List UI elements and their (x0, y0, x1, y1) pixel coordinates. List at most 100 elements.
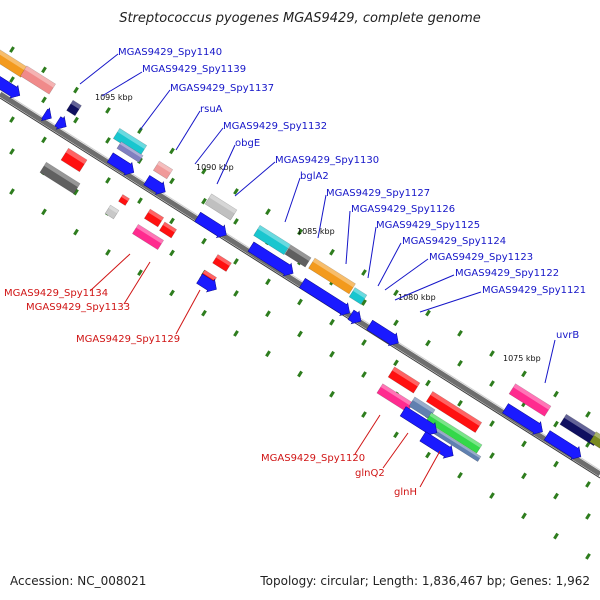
tick-dash (585, 553, 591, 560)
gene-feature[interactable] (118, 194, 130, 206)
gene-label-spy1137[interactable]: MGAS9429_Spy1137 (170, 83, 274, 94)
tick-dash (297, 228, 303, 236)
gene-label-spy1133[interactable]: MGAS9429_Spy1133 (26, 302, 130, 313)
tick-dash (73, 86, 79, 94)
tick-dash (73, 116, 79, 124)
cds-arrow[interactable] (196, 272, 221, 295)
tick-dash (521, 512, 527, 520)
cds-arrow[interactable] (347, 308, 365, 327)
gene-label-rsua[interactable]: rsuA (200, 104, 223, 115)
gene-label-spy1134[interactable]: MGAS9429_Spy1134 (4, 288, 108, 299)
cds-arrow[interactable] (40, 107, 56, 125)
gene-feature[interactable] (253, 224, 291, 256)
gene-label-spy1127[interactable]: MGAS9429_Spy1127 (326, 188, 430, 199)
gene-feature[interactable] (60, 147, 88, 173)
gene-feature[interactable] (143, 208, 165, 228)
gene-label-glnh[interactable]: glnH (394, 487, 417, 498)
gene-feature[interactable] (132, 223, 164, 251)
top-label-connectors (79, 53, 556, 384)
gene-feature-highlight (65, 148, 88, 165)
tick-dash (137, 197, 143, 205)
cds-arrow[interactable] (419, 430, 457, 462)
map-title: Streptococcus pyogenes MGAS9429, complet… (119, 11, 481, 26)
tick-dash (265, 208, 271, 216)
gene-label-spy1125[interactable]: MGAS9429_Spy1125 (376, 220, 480, 231)
gene-feature[interactable] (284, 244, 312, 268)
gene-features (0, 46, 600, 462)
cds-arrow[interactable] (194, 211, 231, 242)
gene-label-spy1132[interactable]: MGAS9429_Spy1132 (223, 121, 327, 132)
gene-feature-highlight (157, 161, 173, 173)
gene-feature-highlight (136, 224, 164, 244)
tick-dash (41, 66, 47, 74)
tick-dash (233, 218, 239, 225)
cds-arrow[interactable] (501, 402, 546, 438)
gene-feature-highlight (162, 222, 177, 233)
tick-dash (457, 329, 463, 337)
tick-dash (329, 318, 335, 326)
tick-dash (169, 289, 175, 297)
gene-label-bgla2[interactable]: bglA2 (300, 171, 329, 182)
gene-feature-highlight (429, 412, 483, 448)
tick-dash (41, 136, 47, 144)
gene-label-spy1121[interactable]: MGAS9429_Spy1121 (482, 285, 586, 296)
gene-label-spy1122[interactable]: MGAS9429_Spy1122 (455, 268, 559, 279)
gene-label-spy1123[interactable]: MGAS9429_Spy1123 (429, 252, 533, 263)
gene-label-spy1126[interactable]: MGAS9429_Spy1126 (351, 204, 455, 215)
gene-feature[interactable] (66, 99, 82, 117)
gene-feature[interactable] (212, 254, 232, 272)
gene-feature-highlight (288, 244, 312, 262)
gene-feature[interactable] (152, 160, 174, 180)
gene-label-spy1120[interactable]: MGAS9429_Spy1120 (261, 453, 365, 464)
gene-feature[interactable] (308, 257, 356, 295)
gene-feature[interactable] (425, 412, 483, 454)
cds-arrow[interactable] (298, 277, 353, 320)
gene-feature[interactable] (116, 141, 144, 163)
gene-feature[interactable] (39, 161, 81, 195)
gene-feature[interactable] (348, 287, 368, 305)
tick-dash (41, 208, 47, 216)
bottom-label-connectors (89, 253, 441, 488)
tick-dash (361, 299, 367, 306)
gene-feature[interactable] (20, 65, 56, 95)
gene-feature-highlight (108, 205, 119, 214)
genome-summary-text: Topology: circular; Length: 1,836,467 bp… (259, 574, 590, 588)
bottom-labels: MGAS9429_Spy1134 MGAS9429_Spy1133 MGAS94… (4, 288, 417, 498)
tick-dash (297, 298, 303, 306)
tick-dash (105, 249, 111, 256)
cds-arrow[interactable] (399, 405, 441, 439)
gene-feature[interactable] (104, 204, 120, 220)
cds-arrow[interactable] (143, 174, 170, 198)
cds-arrow[interactable] (543, 429, 585, 463)
gene-feature-highlight (148, 209, 164, 221)
tick-dash (393, 359, 399, 367)
gene-label-glnq2[interactable]: glnQ2 (355, 468, 385, 479)
tick-dash (9, 116, 15, 123)
gene-feature[interactable] (159, 221, 177, 239)
gene-feature-highlight (593, 431, 600, 442)
gene-feature-highlight (429, 424, 481, 459)
gene-feature-highlight (0, 46, 28, 71)
cds-arrow[interactable] (106, 151, 138, 179)
gene-label-spy1130[interactable]: MGAS9429_Spy1130 (275, 155, 379, 166)
gene-feature[interactable] (589, 431, 600, 449)
gene-feature-highlight (257, 225, 291, 249)
gene-label-spy1124[interactable]: MGAS9429_Spy1124 (402, 236, 506, 247)
gene-feature[interactable] (425, 391, 483, 433)
gene-feature[interactable] (204, 193, 238, 221)
cds-arrow[interactable] (247, 240, 297, 279)
gene-feature[interactable] (387, 366, 421, 394)
gene-label-uvrb[interactable]: uvrB (556, 330, 579, 341)
gene-feature[interactable] (376, 383, 414, 413)
tick-dash (201, 309, 207, 317)
gene-label-spy1139[interactable]: MGAS9429_Spy1139 (142, 64, 246, 75)
tick-dash (489, 420, 495, 427)
gene-label-spy1129[interactable]: MGAS9429_Spy1129 (76, 334, 180, 345)
cds-arrow[interactable] (54, 115, 70, 133)
gene-feature-highlight (117, 128, 147, 150)
gene-label-spy1140[interactable]: MGAS9429_Spy1140 (118, 47, 222, 58)
gene-feature[interactable] (508, 383, 552, 417)
cds-arrow[interactable] (366, 319, 403, 350)
cds-arrow[interactable] (0, 74, 24, 102)
gene-label-obge[interactable]: obgE (235, 138, 260, 149)
